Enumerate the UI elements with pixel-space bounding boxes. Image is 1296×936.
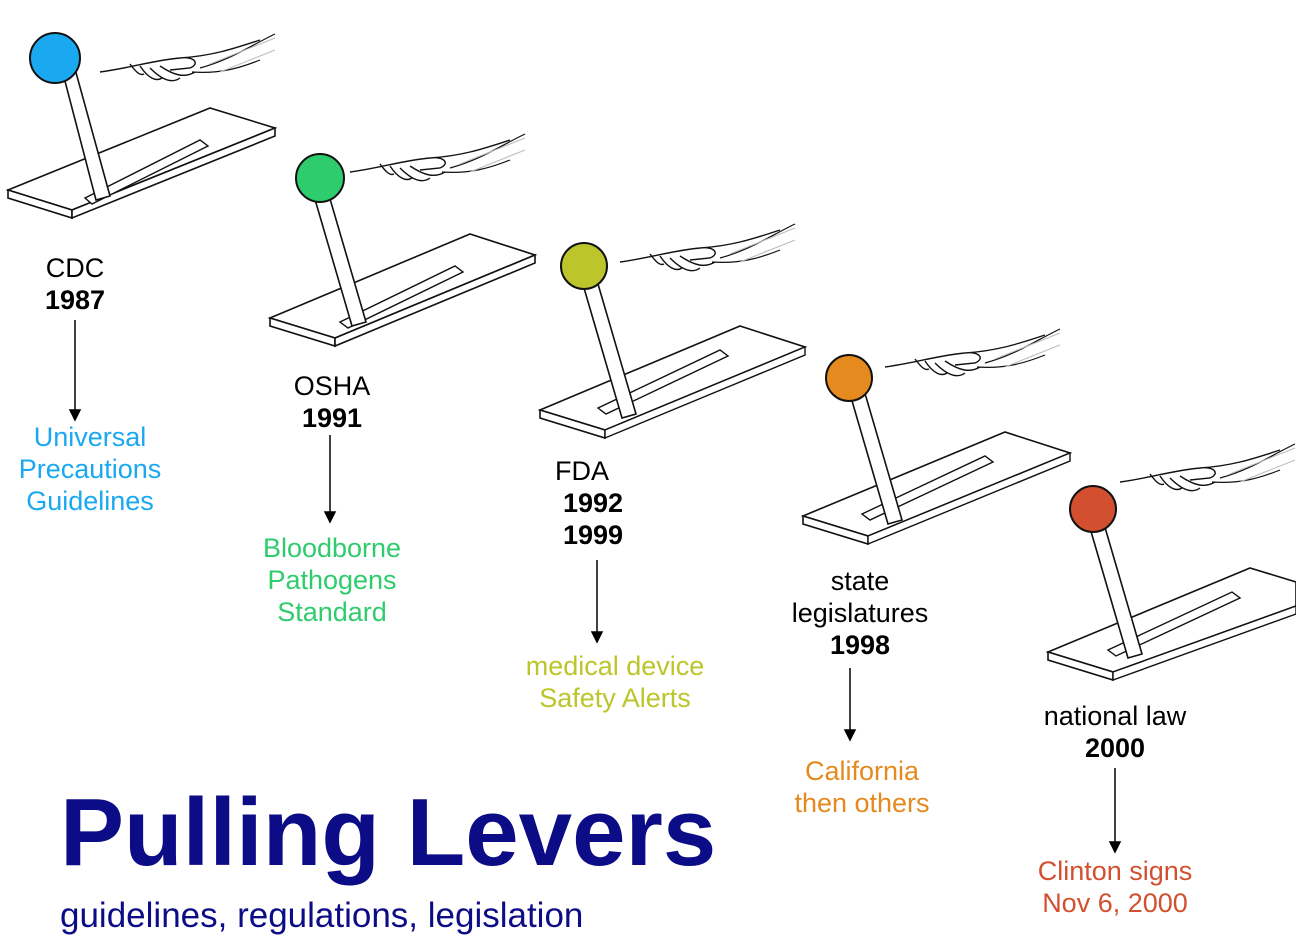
national-knob: [1069, 485, 1117, 533]
lever-state: [800, 328, 1073, 546]
lever-national: [1045, 443, 1296, 682]
state-label: state legislatures 1998: [760, 565, 960, 661]
osha-agency: OSHA: [293, 371, 371, 401]
fda-knob: [560, 242, 608, 290]
fda-result-line: medical device: [525, 651, 705, 681]
osha-result-line: Bloodborne: [262, 533, 402, 563]
cdc-label: CDC 1987: [25, 252, 125, 316]
osha-result-line: Pathogens: [267, 565, 397, 595]
cdc-year: 1987: [44, 285, 106, 315]
page-subtitle: guidelines, regulations, legislation: [60, 896, 584, 935]
state-agency-line-1: state: [830, 566, 890, 596]
osha-knob: [295, 153, 345, 203]
national-label: national law 2000: [1010, 700, 1220, 764]
state-knob: [825, 354, 873, 402]
lever-cdc: [5, 32, 278, 220]
state-year: 1998: [829, 630, 891, 660]
state-result-line: then others: [794, 788, 930, 818]
national-year: 2000: [1084, 733, 1146, 763]
osha-label: OSHA 1991: [282, 370, 382, 434]
national-result-line: Nov 6, 2000: [1042, 888, 1188, 918]
cdc-result-line: Universal: [33, 422, 147, 452]
national-result-line: Clinton signs: [1037, 856, 1193, 886]
arrows: [68, 320, 1122, 854]
fda-year-1: 1992: [562, 488, 624, 518]
fda-year-2: 1999: [562, 520, 624, 550]
national-result: Clinton signs Nov 6, 2000: [1010, 855, 1220, 919]
osha-result: Bloodborne Pathogens Standard: [232, 532, 432, 628]
page-title: Pulling Levers: [60, 779, 717, 886]
national-agency: national law: [1043, 701, 1187, 731]
osha-result-line: Standard: [277, 597, 387, 627]
fda-result: medical device Safety Alerts: [490, 650, 740, 714]
lever-fda: [537, 223, 808, 440]
cdc-result-line: Precautions: [18, 454, 162, 484]
fda-result-line: Safety Alerts: [539, 683, 691, 713]
cdc-knob: [29, 32, 81, 84]
state-agency-line-2: legislatures: [791, 598, 929, 628]
cdc-agency: CDC: [45, 253, 105, 283]
state-result-line: California: [804, 756, 920, 786]
cdc-result: Universal Precautions Guidelines: [0, 421, 190, 517]
cdc-result-line: Guidelines: [26, 486, 154, 516]
state-result: California then others: [762, 755, 962, 819]
fda-label: FDA 1992 1999: [543, 455, 643, 551]
osha-year: 1991: [301, 403, 363, 433]
fda-agency: FDA: [555, 456, 609, 486]
lever-osha: [267, 133, 538, 348]
